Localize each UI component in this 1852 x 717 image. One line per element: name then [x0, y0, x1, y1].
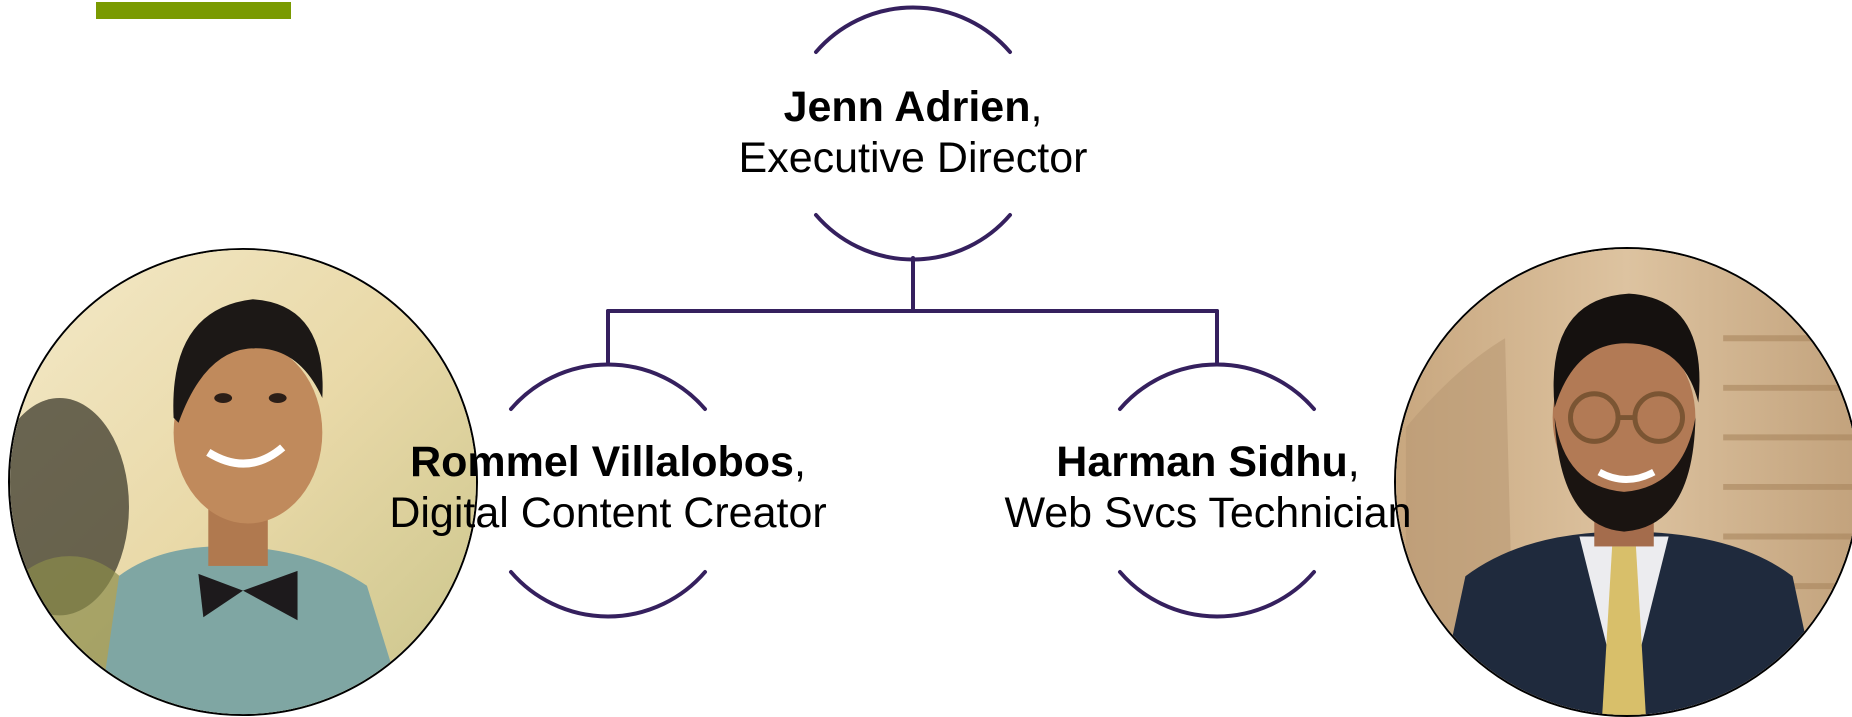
node-name: Rommel Villalobos [410, 438, 794, 486]
node-title: Web Svcs Technician [1004, 489, 1412, 537]
node-web-svcs-technician: Harman Sidhu, Web Svcs Technician [958, 437, 1458, 539]
node-title: Digital Content Creator [389, 489, 827, 537]
person-photo-left [8, 247, 478, 717]
top-node-upper-arc [814, 5, 1012, 54]
node-name: Jenn Adrien [783, 83, 1031, 131]
person-photo-icon [10, 249, 476, 715]
name-separator: , [1030, 83, 1043, 131]
node-name: Harman Sidhu [1056, 438, 1348, 486]
top-node-lower-arc [814, 213, 1012, 262]
node-title: Executive Director [738, 134, 1088, 182]
node-digital-content-creator: Rommel Villalobos, Digital Content Creat… [358, 437, 858, 539]
name-separator: , [793, 438, 806, 486]
person-photo-right [1394, 247, 1852, 717]
left-node-upper-arc [509, 362, 707, 411]
accent-bar [96, 2, 291, 19]
right-node-upper-arc [1118, 362, 1316, 411]
right-node-lower-arc [1118, 570, 1316, 619]
left-node-lower-arc [509, 570, 707, 619]
node-executive-director: Jenn Adrien, Executive Director [713, 82, 1113, 184]
name-separator: , [1347, 438, 1360, 486]
person-photo-icon [1396, 249, 1852, 715]
